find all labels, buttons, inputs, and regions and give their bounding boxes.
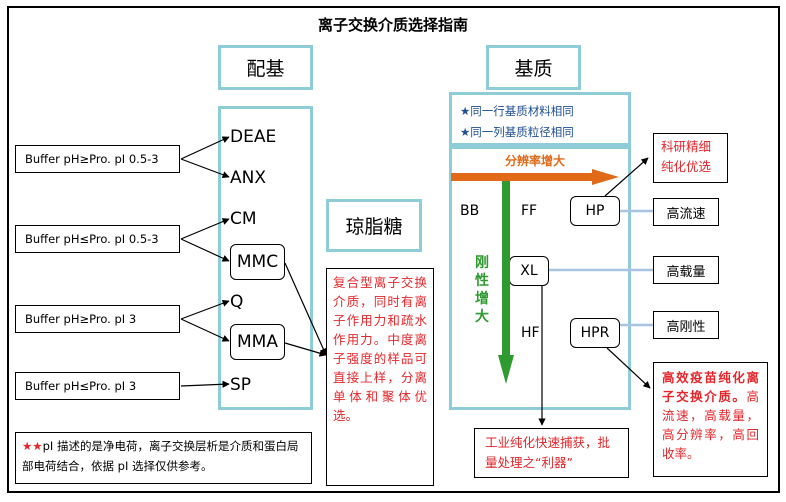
xl-industrial-box: 工业纯化快速捕获，批量处理之“利器” bbox=[474, 428, 629, 478]
footnote-text: pI 描述的是净电荷，离子交换层析是介质和蛋白局部电荷结合，依据 pI 选择仅供… bbox=[22, 439, 299, 473]
ligand-sp: SP bbox=[230, 375, 252, 395]
matrix-hpr: HPR bbox=[570, 318, 620, 348]
rigidity-arrow-head bbox=[498, 355, 514, 384]
arrow-buffer2-mmc bbox=[180, 238, 230, 262]
buffer-box-3: Buffer pH≥Pro. pI 3 bbox=[15, 305, 180, 333]
ligand-deae: DEAE bbox=[230, 127, 277, 147]
rigidity-label: 刚性增大 bbox=[475, 255, 489, 325]
matrix-bb: BB bbox=[460, 203, 480, 219]
hpr-vaccine-title: 高效疫苗纯化离子交换介质。 bbox=[662, 370, 759, 404]
composite-description: 复合型离子交换介质，同时有离子作用力和疏水作用力。中度离子强度的样品可直接上样，… bbox=[326, 268, 434, 486]
arrow-buffer3-mma bbox=[180, 318, 230, 342]
arrow-mma-composite bbox=[284, 342, 327, 357]
agarose-box: 琼脂糖 bbox=[326, 199, 422, 252]
arrow-buffer1-anx bbox=[180, 158, 230, 179]
page-title: 离子交换介质选择指南 bbox=[317, 16, 468, 34]
arrow-hpr-vaccine bbox=[606, 347, 651, 389]
legend-row-note: ★同一行基质材料相同 bbox=[460, 104, 574, 118]
hpr-vaccine-box: 高效疫苗纯化离子交换介质。高流速，高载量，高分辨率，高回收率。 bbox=[653, 362, 768, 477]
matrix-hp: HP bbox=[570, 196, 620, 226]
buffer-box-1: Buffer pH≥Pro. pI 0.5-3 bbox=[15, 145, 180, 173]
resolution-label: 分辨率增大 bbox=[505, 154, 566, 168]
ligand-q: Q bbox=[230, 292, 244, 312]
rigidity-arrow-shaft bbox=[502, 181, 510, 357]
footnote-box: ★★pI 描述的是净电荷，离子交换层析是介质和蛋白局部电荷结合，依据 pI 选择… bbox=[15, 432, 312, 484]
hpr-rigidity-box: 高刚性 bbox=[653, 311, 719, 339]
legend-col-note: ★同一列基质粒径相同 bbox=[460, 125, 574, 139]
ligand-cm: CM bbox=[230, 209, 257, 229]
matrix-hf: HF bbox=[521, 325, 540, 341]
matrix-panel bbox=[449, 146, 631, 410]
ligand-header: 配基 bbox=[218, 45, 313, 90]
arrow-hp-desc bbox=[604, 157, 649, 197]
matrix-header: 基质 bbox=[486, 45, 581, 90]
ligand-anx: ANX bbox=[230, 168, 266, 188]
ligand-mma: MMA bbox=[230, 324, 285, 360]
footnote-stars: ★★ bbox=[22, 439, 43, 453]
resolution-arrow-shaft bbox=[451, 173, 594, 181]
hp-description: 科研精细纯化优选 bbox=[653, 133, 728, 183]
hpr-vaccine-body: 高流速，高载量，高分辨率，高回收率。 bbox=[662, 389, 759, 461]
arrow-buffer4-sp bbox=[180, 380, 230, 388]
matrix-legend: ★同一行基质材料相同 ★同一列基质粒径相同 bbox=[449, 92, 631, 146]
matrix-xl: XL bbox=[509, 256, 549, 286]
diagram-frame bbox=[7, 6, 780, 493]
hp-flow-box: 高流速 bbox=[653, 198, 719, 226]
ligand-mmc: MMC bbox=[230, 244, 285, 280]
buffer-box-2: Buffer pH≤Pro. pI 0.5-3 bbox=[15, 225, 180, 253]
matrix-ff: FF bbox=[521, 203, 538, 219]
arrow-buffer3-q bbox=[180, 299, 230, 320]
buffer-box-4: Buffer pH≤Pro. pI 3 bbox=[15, 372, 180, 400]
resolution-arrow-head bbox=[592, 169, 619, 185]
xl-capacity-box: 高载量 bbox=[653, 256, 719, 284]
arrow-buffer2-cm bbox=[180, 218, 230, 240]
arrow-mmc-composite bbox=[284, 262, 327, 356]
arrow-buffer1-deae bbox=[180, 136, 230, 160]
